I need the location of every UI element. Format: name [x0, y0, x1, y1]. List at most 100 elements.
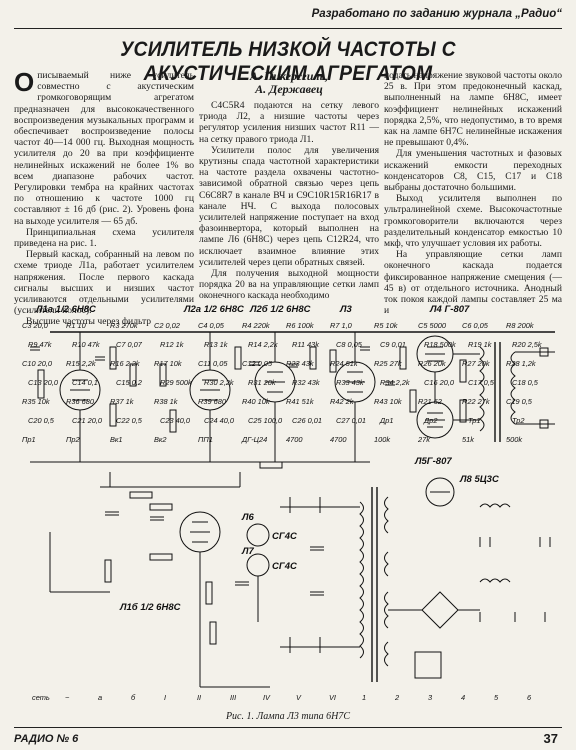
amplifier-schematic: Л1а 1/2 6Н8С Л2а 1/2 6Н8С Л2б 1/2 6Н8С Л…: [22, 304, 555, 702]
component-label: C20 0,5: [28, 416, 55, 425]
component-label: R23 43k: [286, 359, 314, 368]
component-label: R42 2k: [330, 397, 354, 406]
component-label: C11 0,05: [198, 359, 228, 368]
transformer-tr1-core: [494, 342, 501, 442]
component-label: R39 680: [198, 397, 227, 406]
tube-label: Л8 5Ц3С: [459, 474, 499, 485]
component-label: R12 1k: [160, 340, 184, 349]
component-label: C27 0,01: [336, 416, 366, 425]
component-label: VI: [329, 693, 336, 702]
paragraph: подать напряжение звуковой частоты около…: [384, 70, 562, 149]
component-label: R15 2,2k: [66, 359, 96, 368]
component-label: R28 1,2k: [506, 359, 536, 368]
component-label: R5 10k: [374, 321, 398, 330]
journal-note: Разработано по заданию журнала „Радио“: [311, 8, 562, 20]
paragraph: Для получения выходной мощности порядка …: [199, 268, 379, 302]
tube-label: СГ4С: [272, 561, 297, 572]
component-label: R22 27k: [462, 397, 490, 406]
component-label: R6 100k: [286, 321, 314, 330]
component-label: R32 43k: [292, 378, 320, 387]
component-label: C26 0,01: [292, 416, 322, 425]
component-label: R20 2,5k: [512, 340, 542, 349]
component-label: C10 20,0: [22, 359, 53, 368]
component-label: C24 40,0: [204, 416, 235, 425]
component-label: C17 0,5: [468, 378, 495, 387]
component-label: C18 0,5: [512, 378, 539, 387]
component-label: R37 1k: [110, 397, 134, 406]
component-label: 4700: [286, 435, 303, 444]
paragraph: Высшие частоты через фильтр: [26, 316, 152, 328]
component-label: C23 40,0: [160, 416, 191, 425]
passive-components: [30, 332, 480, 688]
component-label: R35 10k: [22, 397, 50, 406]
text-column-3: подать напряжение звуковой частоты около…: [384, 70, 562, 316]
choke-dr1: [479, 503, 511, 508]
tube-label: Л6: [241, 512, 255, 523]
component-label: R17 10k: [154, 359, 182, 368]
component-label: R26 20k: [418, 359, 446, 368]
author-2: А. Державец: [255, 82, 323, 96]
paragraph: писываемый ниже усилитель совместно с ак…: [14, 70, 194, 227]
component-label: R21 62: [418, 397, 442, 406]
rectifier-bridge: [421, 591, 459, 629]
component-label: a: [98, 693, 102, 702]
tube-l1a-electrodes: [70, 379, 90, 401]
component-label: C8 0,05: [336, 340, 363, 349]
component-label: R40 10k: [242, 397, 270, 406]
mains-lines: [280, 506, 360, 648]
tube-label: Л3: [339, 304, 353, 315]
component-label: C9 0,01: [380, 340, 406, 349]
tube-l8-symbol: [425, 477, 455, 507]
component-label: Тр2: [512, 416, 525, 425]
component-label: Др1: [379, 416, 393, 425]
component-label: 1: [362, 693, 366, 702]
component-label: C15 0,2: [116, 378, 142, 387]
component-label: R36 680: [66, 397, 95, 406]
component-label: 27k: [417, 435, 430, 444]
component-label: R29 500k: [160, 378, 192, 387]
component-label: C14 0,1: [72, 378, 98, 387]
component-label: R19 1k: [468, 340, 492, 349]
paragraph: C4C5R4 подаются на сетку левого триода Л…: [199, 100, 379, 145]
component-label: C2 0,02: [154, 321, 180, 330]
component-label: C4 0,05: [198, 321, 225, 330]
component-label: Тр1: [468, 416, 481, 425]
relay-pp1: [414, 651, 442, 679]
component-label: I: [164, 693, 166, 702]
component-label: C5 5000: [418, 321, 447, 330]
component-label: R41 51k: [286, 397, 314, 406]
component-label: 5: [494, 693, 499, 702]
paragraph: Принципиальная схема усилителя приведена…: [14, 226, 194, 250]
component-label: ДГ-Ц24: [241, 435, 267, 444]
component-label: R27 20k: [462, 359, 490, 368]
component-label: C25 100,0: [248, 416, 283, 425]
component-label: C16 20,0: [424, 378, 455, 387]
component-label: Вк2: [154, 435, 167, 444]
tube-label: Л5Г-807: [414, 456, 452, 467]
component-label: 3: [428, 693, 433, 702]
component-label: 6: [527, 693, 532, 702]
paragraph: Выход усилителя выполнен по ультралинейн…: [384, 193, 562, 250]
component-label: C21 20,0: [72, 416, 103, 425]
footer-rule: [14, 727, 562, 728]
component-label: 4: [461, 693, 465, 702]
component-label: IV: [263, 693, 271, 702]
component-label: 2: [394, 693, 399, 702]
component-label: 51k: [462, 435, 474, 444]
component-label: C19 0,5: [506, 397, 533, 406]
component-label: II: [197, 693, 201, 702]
component-label: R30 2,2k: [204, 378, 234, 387]
component-label: R4 220k: [242, 321, 270, 330]
component-label: C7 0,07: [116, 340, 143, 349]
footer-journal: РАДИО № 6: [14, 733, 79, 745]
tube-label: Л2а 1/2 6Н8С: [183, 304, 244, 315]
component-label: сеть: [32, 693, 50, 702]
header-rule: [14, 28, 562, 29]
component-label: Пр2: [66, 435, 80, 444]
component-label: R16 2,2k: [110, 359, 140, 368]
paragraph: Для уменьшения частотных и фазовых искаж…: [384, 148, 562, 194]
page-number: 37: [543, 731, 558, 746]
component-label: R43 10k: [374, 397, 402, 406]
